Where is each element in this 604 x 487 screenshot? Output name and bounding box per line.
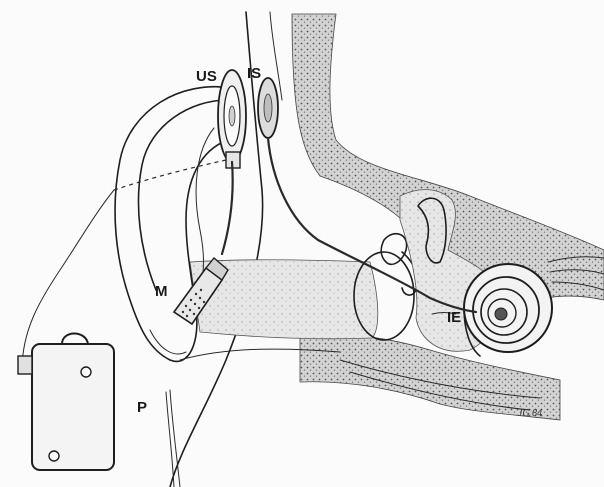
label-us: US	[196, 68, 217, 85]
artist-signature: JG 84	[518, 408, 542, 419]
external-sender-coil	[218, 70, 246, 162]
label-m: M	[155, 283, 168, 300]
label-is: IS	[247, 65, 261, 82]
label-ie: IE	[447, 309, 461, 326]
hidden-cable	[114, 160, 226, 190]
ossicles	[381, 234, 406, 265]
internal-receiver-coil	[258, 78, 278, 138]
speech-processor	[18, 334, 114, 471]
label-p: P	[137, 399, 147, 416]
